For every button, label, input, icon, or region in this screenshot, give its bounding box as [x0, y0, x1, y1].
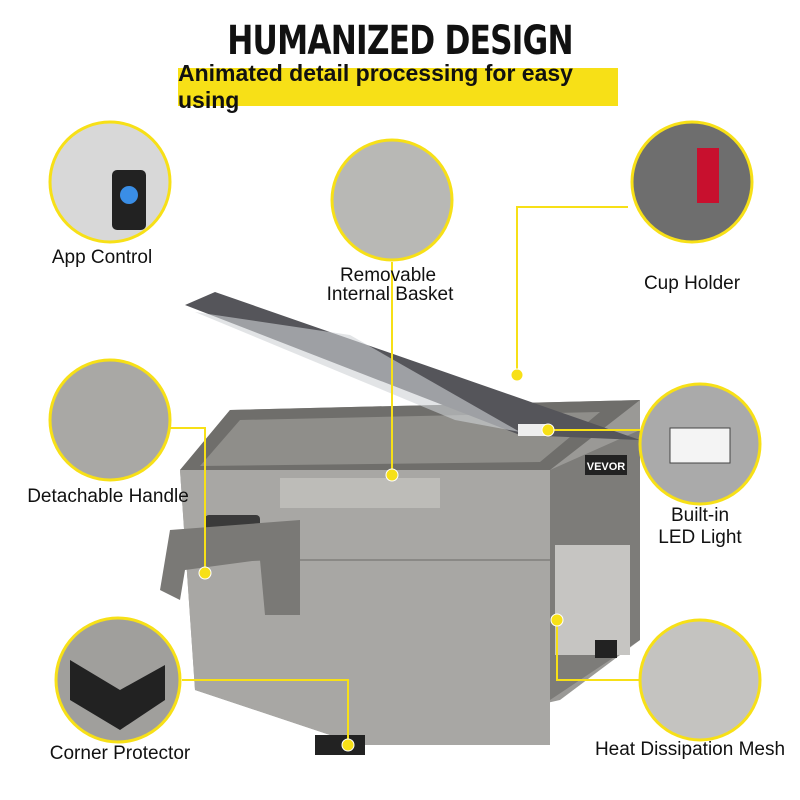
subtitle-text: Animated detail processing for easy usin…	[178, 60, 573, 113]
fridge: VEVOR	[160, 400, 640, 755]
label-app-control: App Control	[51, 247, 153, 268]
corner-protector-detail	[54, 616, 182, 744]
label-cup-holder: Cup Holder	[643, 273, 741, 294]
label-led-2: LED Light	[658, 527, 742, 548]
page-title: HUMANIZED DESIGN	[227, 18, 573, 64]
subtitle-banner: Animated detail processing for easy usin…	[178, 60, 618, 113]
app-control-detail	[48, 120, 172, 244]
cup-holder-detail	[630, 120, 754, 244]
led-light	[518, 424, 546, 436]
label-basket-1: Removable	[339, 265, 437, 286]
label-basket-2: Internal Basket	[326, 284, 454, 305]
label-heat-mesh: Heat Dissipation Mesh	[594, 739, 786, 760]
label-corner: Corner Protector	[49, 743, 191, 764]
basket-detail	[330, 138, 454, 262]
led-icon	[669, 427, 731, 464]
heat-mesh	[555, 545, 630, 655]
corner-icon	[70, 660, 165, 730]
label-led-1: Built-in	[670, 505, 730, 526]
label-handle: Detachable Handle	[27, 486, 189, 507]
heat-mesh-detail	[638, 618, 762, 742]
can-icon	[697, 148, 719, 203]
internal-basket	[280, 478, 440, 508]
brand-logo: VEVOR	[587, 461, 626, 473]
brand-badge	[585, 455, 627, 475]
handle	[160, 520, 300, 615]
handle-detail	[48, 358, 172, 482]
